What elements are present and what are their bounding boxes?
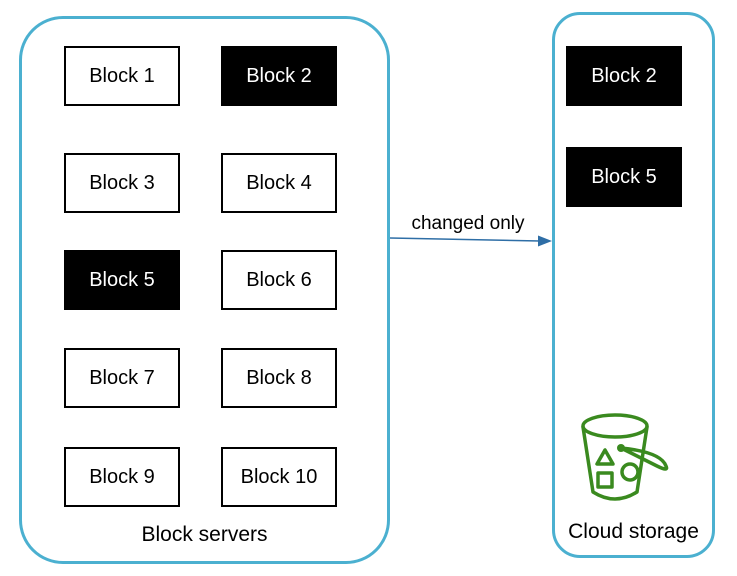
changed-only-label: changed only [411,213,525,234]
cloud-block-5: Block 5 [566,147,682,207]
block-servers-label: Block servers [141,523,268,546]
server-block-6: Block 6 [221,250,337,310]
server-block-9: Block 9 [64,447,180,507]
server-block-4: Block 4 [221,153,337,213]
cloud-storage-label: Cloud storage [568,520,699,543]
server-block-2: Block 2 [221,46,337,106]
server-block-1: Block 1 [64,46,180,106]
cloud-block-2: Block 2 [566,46,682,106]
server-block-3: Block 3 [64,153,180,213]
server-block-10: Block 10 [221,447,337,507]
server-block-8: Block 8 [221,348,337,408]
server-block-7: Block 7 [64,348,180,408]
server-block-5: Block 5 [64,250,180,310]
storage-bucket-icon [581,413,669,501]
